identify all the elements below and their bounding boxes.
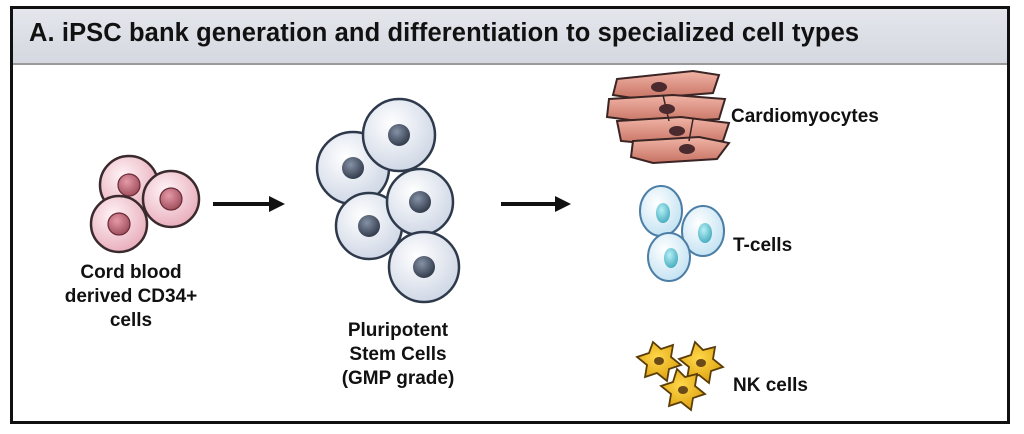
ipsc-cluster-icon (315, 97, 461, 304)
ipsc-label-line: (GMP grade) (341, 368, 455, 389)
ipsc-label-line: Stem Cells (349, 344, 447, 365)
diagram-art (89, 69, 731, 412)
t-cells-icon (639, 185, 725, 282)
cord-blood-label-line: derived CD34+ (64, 286, 198, 307)
ipsc-label: Pluripotent Stem Cells (GMP grade) (313, 319, 483, 391)
cardiomyocytes-label: Cardiomyocytes (731, 106, 879, 127)
cardiomyocytes-icon (605, 69, 731, 165)
diagram-area (13, 65, 1007, 421)
nk-cells-label: NK cells (733, 375, 808, 396)
cord-blood-label-line: Cord blood (80, 262, 182, 283)
cord-blood-label: Cord blood derived CD34+ cells (41, 261, 221, 333)
panel-header: A. iPSC bank generation and differentiat… (13, 9, 1007, 65)
arrow-to-ipsc-icon (213, 196, 285, 212)
arrow-to-differentiation-icon (501, 196, 571, 212)
nk-cells-icon (635, 340, 725, 412)
panel-title: A. iPSC bank generation and differentiat… (29, 19, 860, 47)
cord-blood-label-line: cells (109, 310, 153, 331)
cord-blood-cells-icon (89, 154, 201, 254)
ipsc-label-line: Pluripotent (347, 320, 449, 341)
figure-panel: A. iPSC bank generation and differentiat… (10, 6, 1010, 424)
t-cells-label: T-cells (733, 235, 793, 256)
